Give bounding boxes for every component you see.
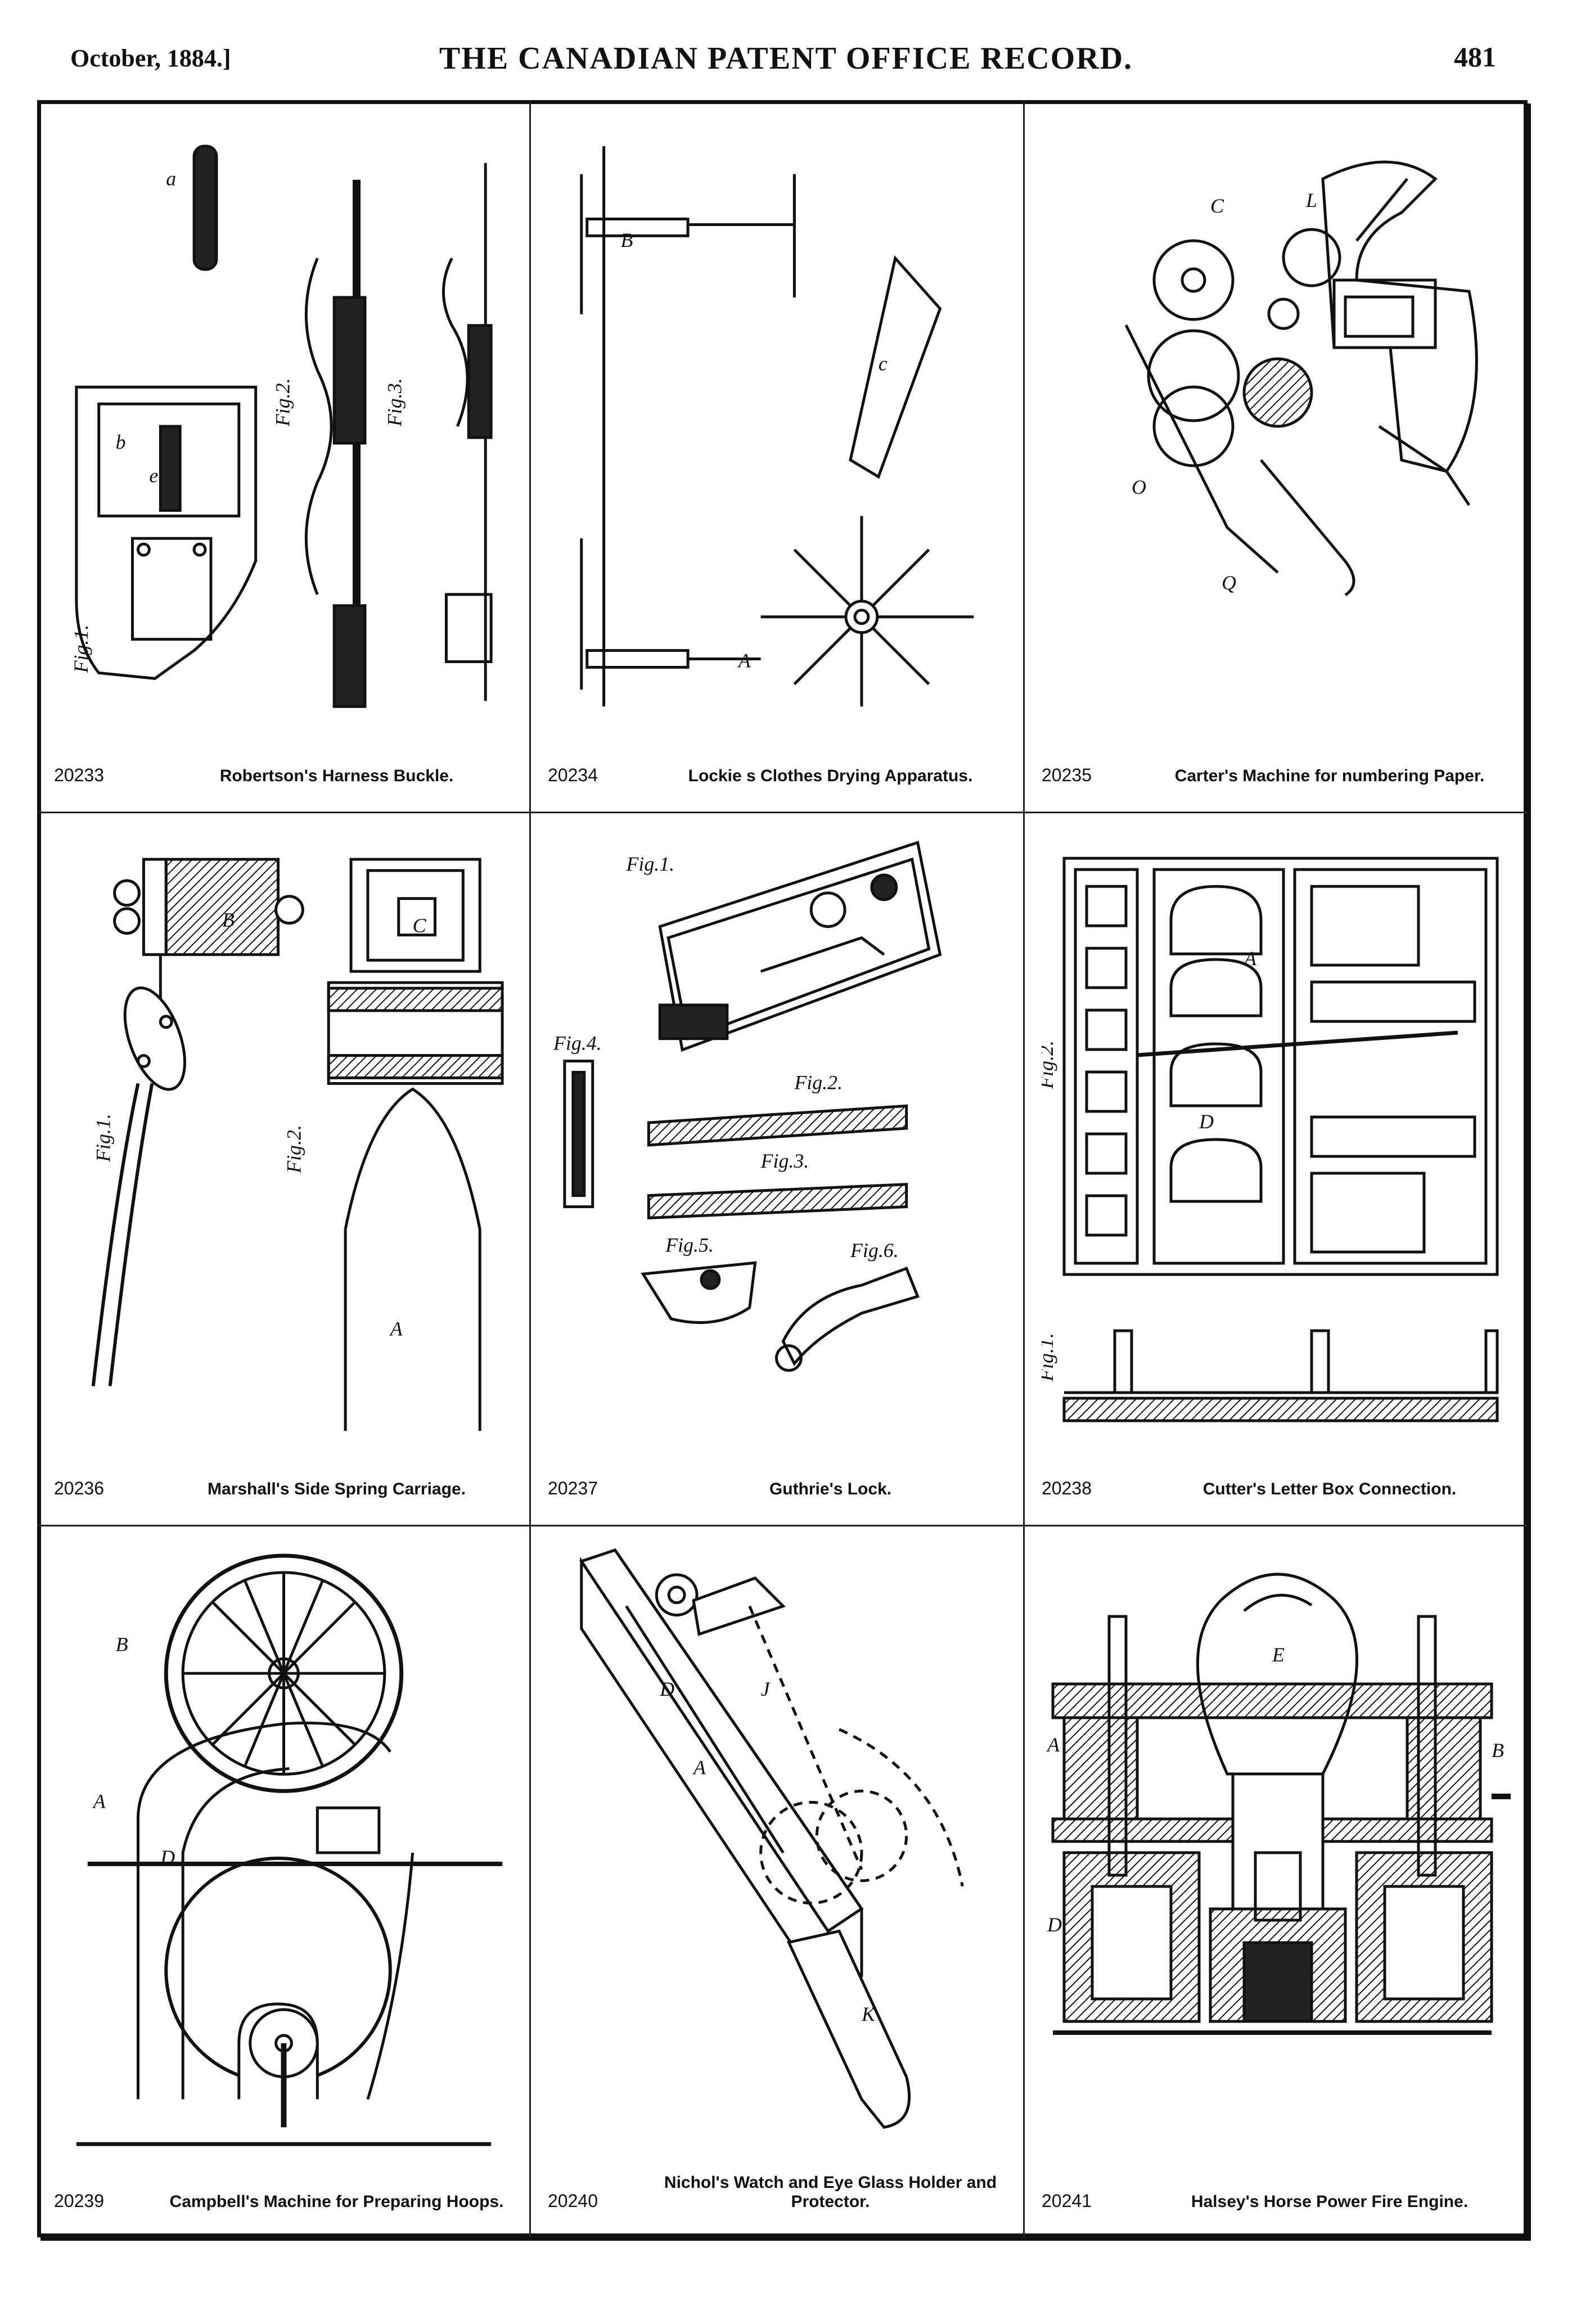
hoop-machine-drawing: A D B: [76, 1553, 503, 2146]
svg-text:Fig.1.: Fig.1.: [92, 1114, 115, 1163]
svg-text:Fig.1.: Fig.1.: [1042, 1333, 1057, 1382]
caption: 20235 Carter's Machine for numbering Pap…: [1025, 745, 1528, 796]
patent-title: Carter's Machine for numbering Paper.: [1174, 767, 1485, 785]
svg-text:e: e: [149, 465, 158, 487]
page-number: 481: [1454, 41, 1496, 73]
patent-number: 20234: [548, 765, 598, 785]
patent-number: 20233: [54, 765, 104, 785]
svg-text:b: b: [116, 431, 126, 453]
svg-text:Fig.2.: Fig.2.: [282, 1125, 305, 1174]
caption: 20241 Halsey's Horse Power Fire Engine.: [1025, 2171, 1528, 2222]
svg-text:Fig.2.: Fig.2.: [1042, 1041, 1057, 1089]
patent-cell-20237: Fig.1. Fig.2. Fig.3. Fig.5. Fig.6. Fig.4…: [531, 813, 1025, 1526]
patent-cell-20241: E A B D 20241 Halsey's Horse Power Fire Eng…: [1025, 1526, 1528, 2237]
svg-text:A: A: [1243, 947, 1257, 970]
svg-text:Fig.6.: Fig.6.: [850, 1239, 899, 1262]
patent-number: 20240: [548, 2191, 598, 2211]
svg-text:J: J: [761, 1678, 771, 1700]
lock-drawing: Fig.1. Fig.2. Fig.3. Fig.5. Fig.6. Fig.4…: [553, 840, 942, 1372]
svg-text:c: c: [879, 352, 888, 375]
svg-text:B: B: [116, 1633, 128, 1655]
patent-cell-20238: Fig.2. Fig.1. A D 20238 Cutter's Letter B…: [1025, 813, 1528, 1526]
patent-number: 20235: [1042, 765, 1092, 785]
svg-text:Fig.1.: Fig.1.: [625, 853, 674, 875]
svg-text:B: B: [1492, 1739, 1504, 1762]
svg-text:D: D: [1199, 1110, 1214, 1133]
svg-text:Fig.2.: Fig.2.: [271, 378, 294, 427]
svg-text:A: A: [692, 1756, 706, 1779]
caption: 20233 Robertson's Harness Buckle.: [37, 745, 529, 796]
svg-text:B: B: [222, 908, 235, 931]
svg-text:Fig.2.: Fig.2.: [794, 1071, 843, 1093]
patent-cell-20236: Fig.1. Fig.2. B C A 20236 Marshall's Side …: [37, 813, 531, 1526]
svg-text:A: A: [389, 1318, 403, 1340]
fire-engine-drawing: E A B D: [1046, 1573, 1511, 2035]
svg-text:A: A: [737, 649, 751, 672]
page-header: October, 1884.] THE CANADIAN PATENT OFFI…: [0, 0, 1572, 107]
patent-cell-20240: D J A K 20240 Nichol's Watch and Eye Glass …: [531, 1526, 1025, 2237]
patent-title: Halsey's Horse Power Fire Engine.: [1191, 2192, 1469, 2211]
clothes-drying-drawing: B Ac: [580, 146, 974, 707]
svg-text:Fig.5.: Fig.5.: [665, 1233, 714, 1256]
svg-text:D: D: [659, 1678, 674, 1700]
patent-number: 20236: [54, 1478, 104, 1498]
patent-number: 20239: [54, 2191, 104, 2211]
svg-text:K: K: [861, 2003, 876, 2025]
patent-title: Cutter's Letter Box Connection.: [1202, 1480, 1457, 1498]
patent-title: Nichol's Watch and Eye Glass Holder and …: [664, 2173, 997, 2211]
svg-text:Fig.3.: Fig.3.: [760, 1150, 809, 1172]
svg-text:E: E: [1272, 1643, 1285, 1666]
patent-cell-20235: C L O Q 20235 Carter's Machine for numberin…: [1025, 100, 1528, 813]
svg-text:C: C: [1210, 195, 1224, 217]
numbering-machine-drawing: C L O Q: [1124, 160, 1478, 597]
side-spring-carriage-drawing: Fig.1. Fig.2. B C A: [91, 858, 504, 1431]
svg-text:C: C: [413, 914, 427, 936]
svg-text:Q: Q: [1222, 571, 1236, 594]
svg-text:B: B: [621, 229, 633, 251]
patent-cell-20239: A D B 20239 Campbell's Machine for Prepari…: [37, 1526, 531, 2237]
svg-text:a: a: [166, 168, 176, 190]
svg-text:L: L: [1305, 189, 1317, 211]
svg-text:A: A: [92, 1790, 106, 1812]
svg-text:D: D: [1047, 1913, 1062, 1936]
patent-title: Guthrie's Lock.: [769, 1480, 892, 1498]
caption: 20236 Marshall's Side Spring Carriage.: [37, 1458, 529, 1509]
svg-text:D: D: [160, 1846, 175, 1868]
watch-holder-drawing: D J A K: [579, 1548, 964, 2129]
patent-number: 20238: [1042, 1478, 1092, 1498]
svg-text:Fig.3.: Fig.3.: [384, 378, 406, 427]
svg-text:A: A: [1046, 1733, 1060, 1756]
patent-title: Robertson's Harness Buckle.: [219, 767, 454, 785]
patent-number: 20241: [1042, 2191, 1092, 2211]
patent-title: Campbell's Machine for Preparing Hoops.: [169, 2192, 504, 2211]
caption: 20239 Campbell's Machine for Preparing H…: [37, 2171, 529, 2222]
patent-title: Marshall's Side Spring Carriage.: [208, 1480, 466, 1498]
patent-cell-20233: Fig.1. Fig.2. Fig.3. a b e 20233 Robertson…: [37, 100, 531, 813]
caption: 20238 Cutter's Letter Box Connection.: [1025, 1458, 1528, 1509]
svg-text:Fig.4.: Fig.4.: [553, 1032, 602, 1055]
caption: 20237 Guthrie's Lock.: [531, 1458, 1023, 1509]
issue-date: October, 1884.]: [70, 44, 231, 72]
caption: 20234 Lockie s Clothes Drying Apparatus.: [531, 745, 1023, 796]
svg-text:Fig.1.: Fig.1.: [70, 625, 92, 674]
letter-box-drawing: Fig.2. Fig.1. A D: [1042, 857, 1499, 1422]
patent-title: Lockie s Clothes Drying Apparatus.: [688, 767, 973, 785]
page-frame: [37, 100, 1528, 2237]
patent-number: 20237: [548, 1478, 598, 1498]
publication-title: THE CANADIAN PATENT OFFICE RECORD.: [439, 41, 1133, 76]
harness-buckle-drawing: Fig.1. Fig.2. Fig.3. a b e: [70, 145, 493, 708]
caption: 20240 Nichol's Watch and Eye Glass Holde…: [531, 2171, 1023, 2222]
svg-text:O: O: [1132, 476, 1146, 498]
patent-grid: Fig.1. Fig.2. Fig.3. a b e 20233 Robertson…: [37, 100, 1528, 2237]
